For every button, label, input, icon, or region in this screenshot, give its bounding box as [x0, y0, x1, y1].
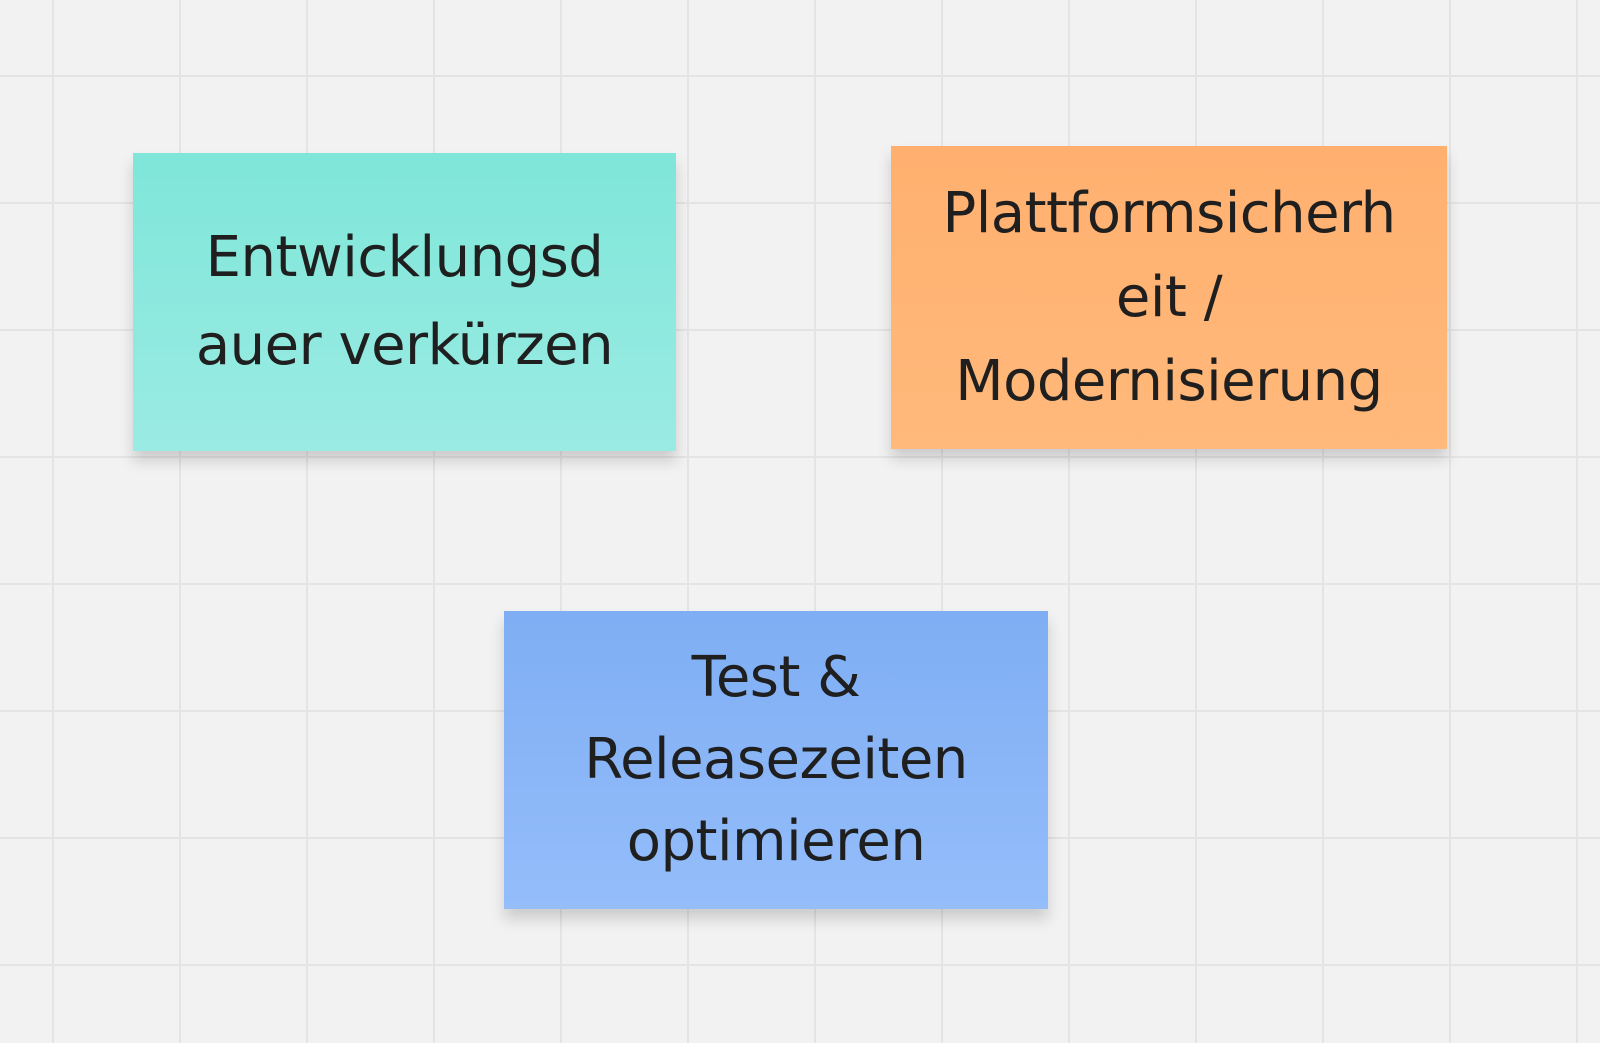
- sticky-note-plattformsicherheit[interactable]: Plattformsicherh eit / Modernisierung: [891, 146, 1447, 449]
- sticky-note-entwicklungsdauer[interactable]: Entwicklungsd auer verkürzen: [133, 153, 676, 451]
- sticky-note-test-release[interactable]: Test & Releasezeiten optimieren: [504, 611, 1048, 909]
- sticky-note-text: Test & Releasezeiten optimieren: [584, 645, 968, 874]
- sticky-note-text: Plattformsicherh eit / Modernisierung: [942, 180, 1396, 414]
- sticky-note-text: Entwicklungsd auer verkürzen: [195, 225, 614, 378]
